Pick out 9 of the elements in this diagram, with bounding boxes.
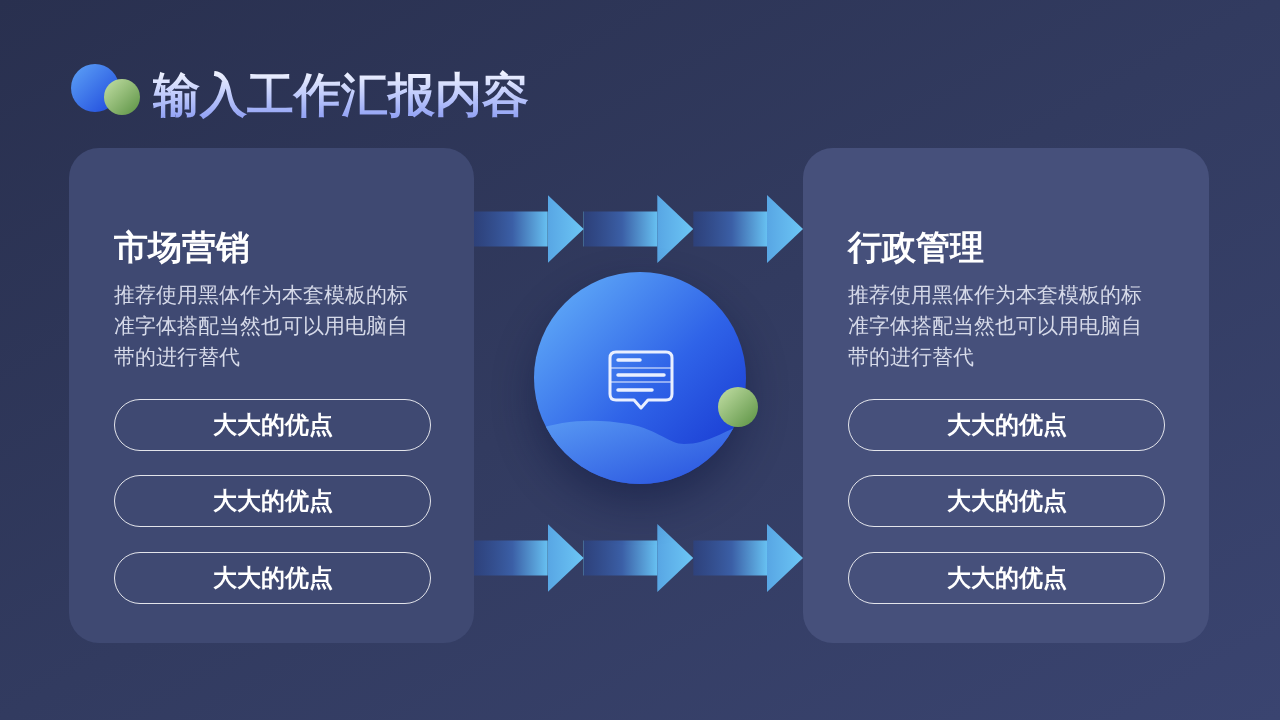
content-card <box>69 148 474 643</box>
block-arrows <box>474 195 802 263</box>
card-description: 推荐使用黑体作为本套模板的标准字体搭配当然也可以用电脑自带的进行替代 <box>114 282 409 371</box>
content-card <box>803 148 1209 643</box>
circle-graphic <box>534 272 746 484</box>
card-description: 推荐使用黑体作为本套模板的标准字体搭配当然也可以用电脑自带的进行替代 <box>848 282 1143 371</box>
card-heading: 市场营销 <box>114 226 250 269</box>
card-heading: 行政管理 <box>848 226 984 269</box>
block-arrows <box>474 524 802 592</box>
